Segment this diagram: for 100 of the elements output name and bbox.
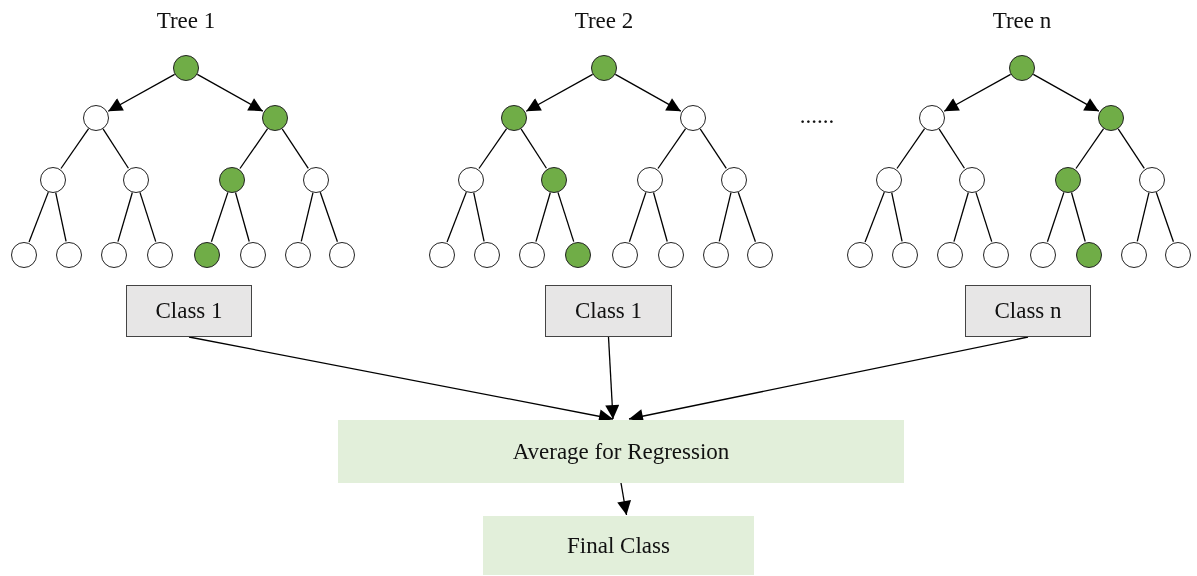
tree-node — [658, 242, 684, 268]
class-box — [545, 285, 672, 337]
tree-node — [147, 242, 173, 268]
arrow — [196, 73, 264, 112]
highlighted-tree-node — [591, 55, 617, 81]
connector-line — [239, 128, 269, 170]
highlighted-tree-node — [501, 105, 527, 131]
connector-line — [1136, 192, 1150, 243]
tree-node — [40, 167, 66, 193]
arrow — [1032, 73, 1100, 112]
tree-node — [458, 167, 484, 193]
connector-line — [557, 191, 575, 243]
arrow — [605, 336, 620, 420]
tree-node — [937, 242, 963, 268]
connector-line — [478, 128, 508, 170]
connector-line — [938, 128, 966, 169]
connector-line — [699, 128, 727, 169]
tree-node — [747, 242, 773, 268]
highlighted-tree-node — [1098, 105, 1124, 131]
tree-node — [847, 242, 873, 268]
node-label: Class n — [994, 298, 1062, 324]
connector-line — [210, 191, 229, 243]
connector-line — [652, 191, 668, 243]
connector-line — [319, 191, 339, 243]
class-box — [965, 285, 1091, 337]
tree-node — [101, 242, 127, 268]
tree-node — [919, 105, 945, 131]
tree-node — [303, 167, 329, 193]
highlighted-tree-node — [219, 167, 245, 193]
arrow — [614, 73, 682, 112]
result-box — [483, 516, 754, 575]
connector-line — [535, 191, 551, 243]
highlighted-tree-node — [541, 167, 567, 193]
highlighted-tree-node — [1055, 167, 1081, 193]
node-label: Class 1 — [155, 298, 223, 324]
tree-node — [703, 242, 729, 268]
tree-title: Tree 1 — [156, 8, 216, 34]
ellipsis: ...... — [799, 103, 835, 129]
highlighted-tree-node — [565, 242, 591, 268]
connector-line — [55, 192, 67, 242]
connector-line — [28, 191, 49, 243]
highlighted-tree-node — [262, 105, 288, 131]
connector-line — [628, 191, 647, 243]
node-label: Average for Regression — [512, 438, 730, 465]
highlighted-tree-node — [173, 55, 199, 81]
connector-line — [657, 128, 687, 170]
connector-line — [953, 191, 969, 243]
tree-node — [876, 167, 902, 193]
tree-node — [519, 242, 545, 268]
arrow — [617, 482, 632, 516]
node-label: Final Class — [567, 532, 670, 559]
connector-line — [1117, 128, 1145, 169]
tree-node — [983, 242, 1009, 268]
connector-line — [117, 191, 133, 243]
connector-line — [300, 192, 314, 243]
connector-line — [234, 191, 250, 243]
tree-node — [123, 167, 149, 193]
tree-node — [83, 105, 109, 131]
tree-node — [721, 167, 747, 193]
tree-node — [1030, 242, 1056, 268]
tree-title: Tree n — [992, 8, 1052, 34]
connector-line — [102, 128, 130, 169]
connector-line — [891, 192, 903, 242]
connector-line — [1070, 191, 1086, 243]
node-label: Class 1 — [574, 298, 643, 324]
connector-line — [446, 191, 467, 243]
arrow — [943, 73, 1012, 112]
tree-title: Tree 2 — [574, 8, 634, 34]
tree-node — [474, 242, 500, 268]
highlighted-tree-node — [194, 242, 220, 268]
tree-node — [892, 242, 918, 268]
tree-node — [285, 242, 311, 268]
connector-line — [864, 191, 885, 243]
arrow — [525, 73, 594, 112]
connector-line — [896, 128, 926, 170]
connector-line — [520, 128, 548, 169]
tree-node — [1121, 242, 1147, 268]
tree-node — [637, 167, 663, 193]
class-box — [126, 285, 252, 337]
tree-node — [1165, 242, 1191, 268]
connector-line — [1075, 128, 1105, 170]
tree-node — [56, 242, 82, 268]
connector-line — [60, 128, 90, 170]
result-box — [338, 420, 904, 483]
connector-line — [139, 191, 157, 243]
connector-line — [281, 128, 309, 169]
highlighted-tree-node — [1009, 55, 1035, 81]
connector-line — [975, 191, 993, 243]
tree-node — [680, 105, 706, 131]
connector-line — [737, 191, 757, 243]
tree-node — [329, 242, 355, 268]
arrow — [107, 73, 176, 112]
tree-node — [1139, 167, 1165, 193]
connector-line — [1155, 191, 1175, 243]
highlighted-tree-node — [1076, 242, 1102, 268]
tree-node — [11, 242, 37, 268]
tree-node — [429, 242, 455, 268]
tree-node — [959, 167, 985, 193]
tree-node — [612, 242, 638, 268]
connector-line — [473, 192, 485, 242]
